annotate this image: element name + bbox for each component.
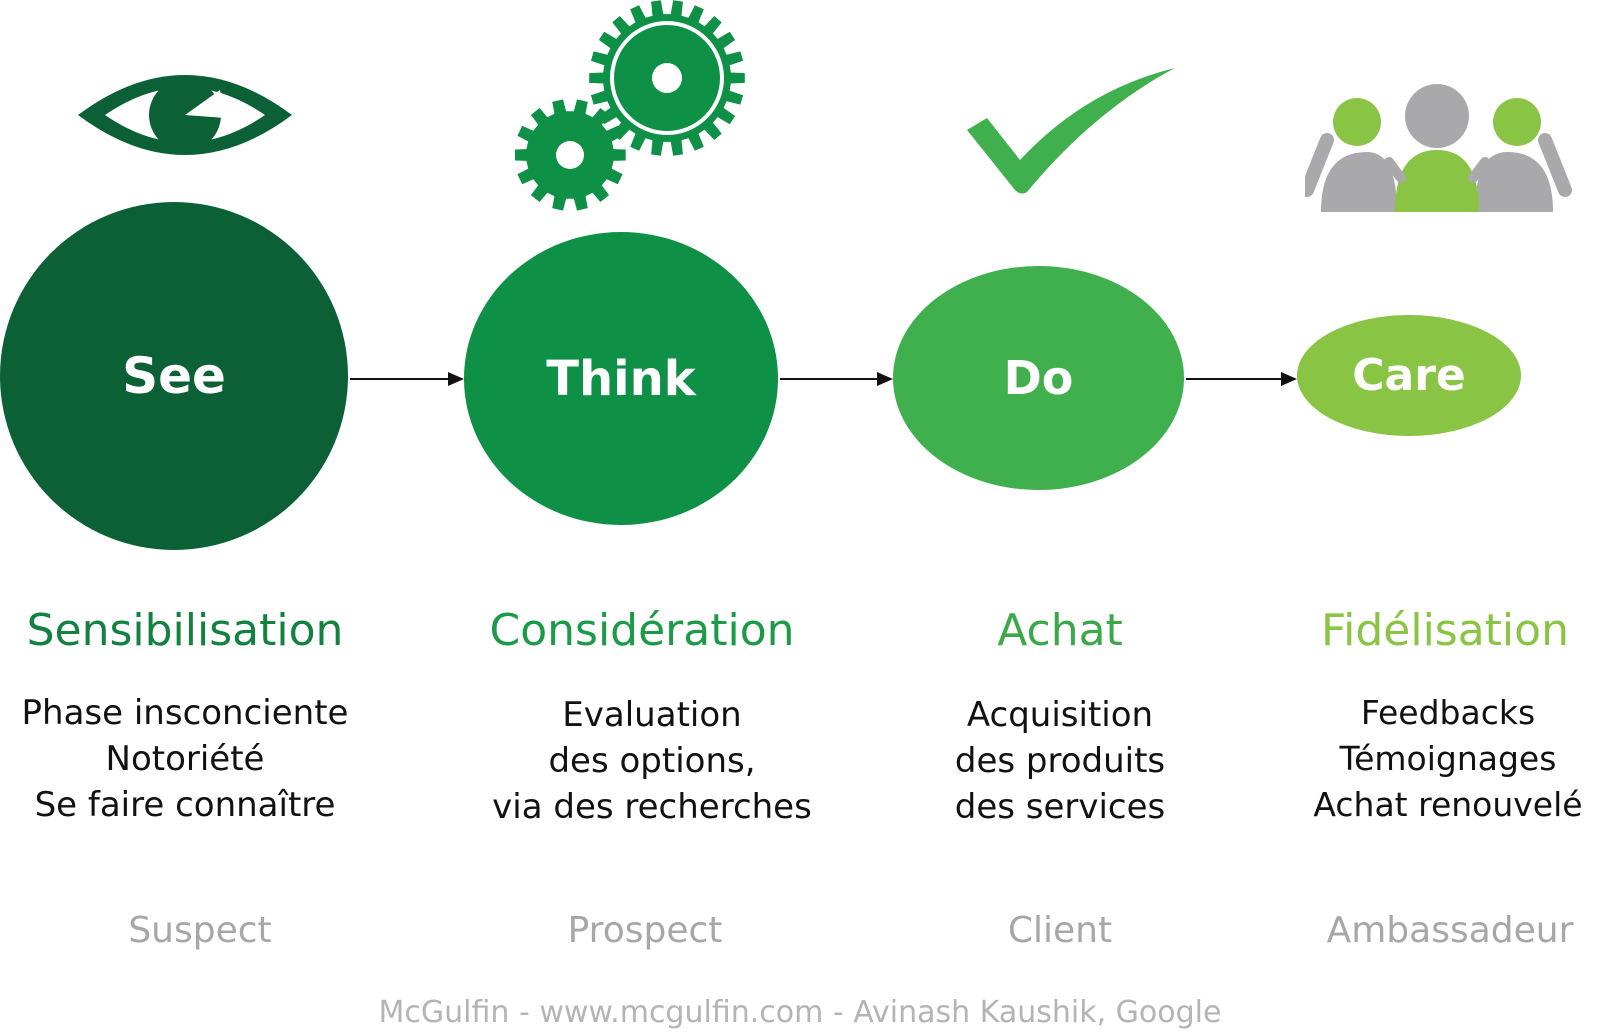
node-label: Care (1352, 350, 1466, 401)
arrow-do-to-care (1186, 372, 1297, 386)
node-label: See (122, 347, 226, 405)
gears-icon (515, 0, 745, 211)
arrow-think-to-do (780, 372, 893, 386)
credit-line: McGulfin - www.mcgulfin.com - Avinash Ka… (378, 995, 1222, 1030)
node-care: Care (1297, 315, 1521, 436)
people-group-icon (1305, 84, 1572, 212)
role-suspect: Suspect (128, 910, 272, 951)
role-client: Client (1007, 910, 1113, 951)
description-line: des produits (954, 741, 1166, 781)
eye-icon (78, 75, 292, 155)
phase-title-fidelisation: Fidélisation (1321, 605, 1569, 656)
description-line: Achat renouvelé (1313, 785, 1583, 824)
phase-title-sensibilisation: Sensibilisation (26, 605, 344, 656)
description-do: Acquisition des produits des services (930, 692, 1190, 830)
node-see: See (0, 202, 348, 550)
phase-title-consideration: Considération (489, 605, 795, 656)
description-line: Evaluation (562, 695, 742, 735)
node-do: Do (893, 266, 1184, 490)
description-line: Phase insconciente (21, 693, 349, 733)
description-line: des options, (548, 741, 756, 781)
checkmark-icon (967, 68, 1175, 194)
node-label: Think (546, 350, 696, 407)
description-line: Se faire connaître (34, 785, 336, 825)
description-line: Acquisition (966, 695, 1154, 735)
node-label: Do (1003, 351, 1074, 405)
description-think: Evaluation des options, via des recherch… (462, 692, 842, 830)
description-see: Phase insconciente Notoriété Se faire co… (0, 690, 370, 828)
description-line: des services (954, 787, 1166, 827)
description-care: Feedbacks Témoignages Achat renouvelé (1296, 690, 1600, 828)
phase-title-achat: Achat (997, 605, 1123, 656)
arrow-see-to-think (350, 372, 464, 386)
description-line: Feedbacks (1360, 693, 1536, 732)
node-think: Think (464, 232, 778, 525)
role-prospect: Prospect (567, 910, 723, 951)
description-line: Témoignages (1339, 739, 1557, 778)
description-line: Notoriété (105, 739, 265, 779)
description-line: via des recherches (492, 787, 812, 827)
role-ambassadeur: Ambassadeur (1326, 910, 1574, 951)
